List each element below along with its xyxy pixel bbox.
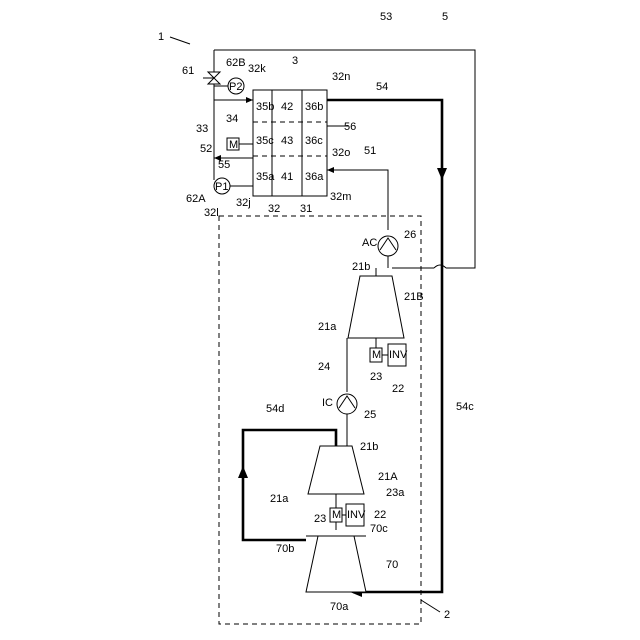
arrow-line-54 [437, 168, 447, 180]
label-filter-unit: 3 [292, 55, 298, 67]
label-p2-tag: 62B [226, 57, 246, 69]
label-21B: 21B [404, 291, 424, 303]
label-22-lower: 22 [374, 509, 386, 521]
label-25: 25 [364, 409, 376, 421]
label-23-upper: 23 [370, 371, 382, 383]
label-35c: 35c [256, 135, 274, 147]
label-34: 34 [226, 113, 238, 125]
label-70a: 70a [330, 601, 349, 613]
aftercooler-26 [378, 236, 398, 256]
label-54c: 54c [456, 401, 474, 413]
compressor-21A [308, 446, 364, 494]
label-32l: 32l [204, 207, 219, 219]
label-33: 33 [196, 123, 208, 135]
label-31: 31 [300, 203, 312, 215]
label-inv-lower: INV [347, 509, 366, 521]
label-21a-upper: 21a [318, 321, 337, 333]
label-70c: 70c [370, 523, 388, 535]
label-70: 70 [386, 559, 398, 571]
label-35b: 35b [256, 101, 274, 113]
label-24: 24 [318, 361, 330, 373]
label-36a: 36a [305, 171, 324, 183]
label-21a-lower: 21a [270, 493, 289, 505]
label-32n: 32n [332, 71, 350, 83]
label-62a: 62A [186, 193, 206, 205]
label-32o: 32o [332, 147, 350, 159]
label-system: 1 [158, 31, 164, 43]
label-inv-upper: INV [389, 349, 408, 361]
label-52: 52 [200, 143, 212, 155]
label-36c: 36c [305, 135, 323, 147]
compressor-21B [348, 276, 404, 338]
label-motor-upper: M [372, 349, 381, 361]
arrow-into-35b [246, 97, 253, 103]
label-ic: IC [322, 397, 333, 409]
label-26: 26 [404, 229, 416, 241]
label-55: 55 [218, 159, 230, 171]
label-motor-lower: M [332, 509, 341, 521]
label-ac: AC [362, 237, 377, 249]
label-21A: 21A [378, 471, 398, 483]
label-43: 43 [281, 135, 293, 147]
arrow-line-51 [327, 167, 334, 173]
label-motor-33: M [229, 139, 238, 151]
label-35a: 35a [256, 171, 275, 183]
label-21b-lower: 21b [360, 441, 378, 453]
label-54: 54 [376, 81, 388, 93]
label-p1: P1 [215, 181, 228, 193]
label-line-53: 53 [380, 11, 392, 23]
label-23-lower: 23 [314, 513, 326, 525]
arrow-line-54d [238, 466, 248, 478]
label-51: 51 [364, 145, 376, 157]
line-53-crossover [434, 265, 446, 268]
label-valve: 61 [182, 65, 194, 77]
label-21b-upper: 21b [352, 261, 370, 273]
label-32k: 32k [248, 63, 266, 75]
label-23a: 23a [386, 487, 405, 499]
enclosure-leader [421, 600, 440, 612]
label-outer: 5 [442, 11, 448, 23]
label-54d: 54d [266, 403, 284, 415]
label-36b: 36b [305, 101, 323, 113]
label-42: 42 [281, 101, 293, 113]
label-70b: 70b [276, 543, 294, 555]
label-41: 41 [281, 171, 293, 183]
expander-70 [306, 536, 366, 592]
label-p2: P2 [229, 81, 242, 93]
label-56: 56 [344, 121, 356, 133]
intercooler-25 [337, 394, 357, 414]
label-32: 32 [268, 203, 280, 215]
label-32j: 32j [236, 197, 251, 209]
label-2: 2 [444, 609, 450, 621]
system-leader [170, 37, 190, 44]
label-32m: 32m [330, 191, 351, 203]
label-22-upper: 22 [392, 383, 404, 395]
